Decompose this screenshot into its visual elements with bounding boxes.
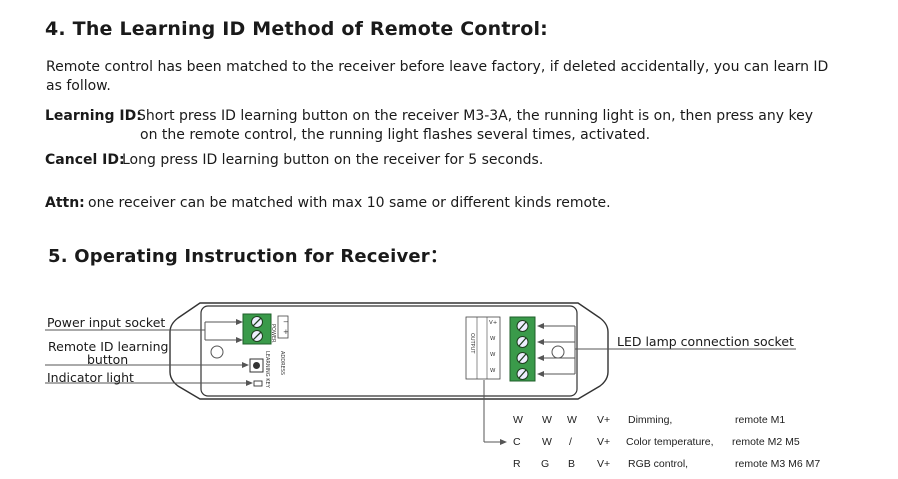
label-indicator-light: Indicator light bbox=[47, 370, 134, 385]
mode-col: V+ bbox=[597, 436, 611, 448]
cancel-id-text: Long press ID learning button on the rec… bbox=[122, 152, 544, 168]
attn-label: Attn: bbox=[45, 195, 85, 211]
mode-col: B bbox=[568, 458, 576, 470]
device-output-pin-4: W bbox=[490, 368, 496, 374]
label-led-lamp-socket: LED lamp connection socket bbox=[617, 334, 794, 349]
mode-remote: remote M2 M5 bbox=[732, 436, 800, 448]
label-power-input-socket: Power input socket bbox=[47, 315, 166, 330]
output-label-box bbox=[465, 316, 501, 380]
section-4-title: 4. The Learning ID Method of Remote Cont… bbox=[45, 18, 548, 40]
label-learning-button-1: Remote ID learning bbox=[48, 339, 169, 354]
mode-col: G bbox=[541, 458, 550, 470]
mode-remote: remote M1 bbox=[735, 414, 786, 426]
mode-col: W bbox=[567, 414, 577, 426]
device-output-pin-3: W bbox=[490, 352, 496, 358]
label-learning-button-2: button bbox=[87, 352, 129, 367]
indicator-light bbox=[253, 380, 263, 387]
mode-desc: RGB control, bbox=[628, 458, 689, 470]
learning-id-label: Learning ID: bbox=[45, 108, 142, 124]
mode-col: W bbox=[513, 414, 523, 426]
device-power-text: POWER bbox=[270, 324, 276, 343]
device-output-text: OUTPUT bbox=[469, 333, 475, 354]
section-5-title: 5. Operating Instruction for Receiver： bbox=[48, 246, 449, 267]
mode-remote: remote M3 M6 M7 bbox=[735, 458, 821, 470]
attn-text: one receiver can be matched with max 10 … bbox=[88, 195, 611, 211]
intro-line-1: Remote control has been matched to the r… bbox=[46, 59, 829, 75]
cancel-id-label: Cancel ID: bbox=[45, 152, 125, 168]
device-power-pin-plus: + bbox=[283, 328, 289, 336]
mode-col: C bbox=[513, 436, 521, 448]
device-address-text: ADDRESS bbox=[279, 351, 285, 376]
mode-desc: Dimming, bbox=[628, 414, 673, 426]
learning-id-text-1: Short press ID learning button on the re… bbox=[137, 108, 813, 124]
mode-col: V+ bbox=[597, 414, 611, 426]
intro-line-2: as follow. bbox=[46, 78, 111, 94]
learning-id-text-2: on the remote control, the running light… bbox=[140, 127, 651, 143]
mode-col: V+ bbox=[597, 458, 611, 470]
mounting-hole-left bbox=[210, 345, 224, 359]
mode-col: R bbox=[513, 458, 521, 470]
device-learning-key-text: LEARNING KEY bbox=[264, 351, 270, 388]
mounting-hole-right bbox=[551, 345, 565, 359]
device-output-pin-2: W bbox=[490, 336, 496, 342]
mode-col: W bbox=[542, 414, 552, 426]
device-output-pin-1: V+ bbox=[489, 320, 498, 326]
mode-col: / bbox=[569, 436, 572, 448]
mode-desc: Color temperature, bbox=[626, 436, 714, 448]
mode-col: W bbox=[542, 436, 552, 448]
device-power-pin-minus: − bbox=[283, 318, 289, 326]
